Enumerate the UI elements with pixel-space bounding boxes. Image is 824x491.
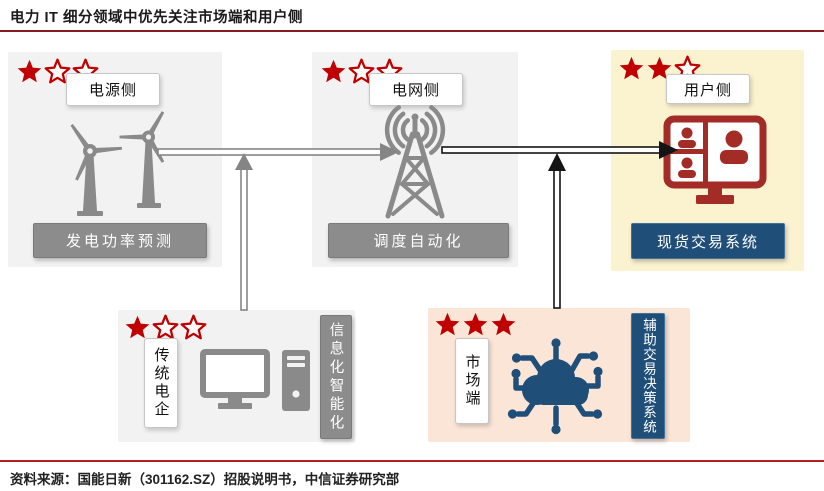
star-filled-icon xyxy=(647,56,672,80)
arrow-market-to-link xyxy=(548,153,566,309)
rating-stars-traditional xyxy=(124,314,207,341)
title-underline xyxy=(0,30,824,32)
page-title: 电力 IT 细分领域中优先关注市场端和用户侧 xyxy=(10,10,303,26)
video-conference-icon xyxy=(663,115,767,204)
signal-tower-icon xyxy=(384,105,446,219)
star-filled-icon xyxy=(125,315,150,339)
star-outline-icon xyxy=(44,58,71,84)
star-filled-icon xyxy=(321,59,346,83)
cloud-network-icon xyxy=(507,338,603,435)
panel-market-side: 市场端 辅助交易决策系统 xyxy=(428,308,690,442)
wind-turbines-icon xyxy=(70,111,165,216)
tag-informatization: 信息化智能化 xyxy=(320,315,352,439)
panel-grid-side: 电网侧 xyxy=(312,52,518,267)
panel-user-side: 用户侧 现货交易系统 xyxy=(611,50,804,271)
arrow-traditional-to-link xyxy=(235,153,253,311)
panel-traditional-utility: 传统电企 信息化智能化 xyxy=(118,310,355,442)
star-filled-icon xyxy=(435,312,460,336)
panel-power-side: 电源侧 xyxy=(8,52,222,267)
rating-stars-user xyxy=(618,55,701,82)
source-note: 资料来源：国能日新（301162.SZ）招股说明书，中信证券研究部 xyxy=(10,472,400,487)
panel-label-user: 用户侧 xyxy=(666,74,750,104)
tag-spot-trading-system: 现货交易系统 xyxy=(631,223,785,259)
desktop-computer-icon xyxy=(200,349,310,411)
tag-dispatch-automation: 调度自动化 xyxy=(328,223,509,258)
star-outline-icon xyxy=(152,314,179,340)
star-filled-icon xyxy=(491,312,516,336)
source-rule xyxy=(0,460,824,462)
tag-power-forecast: 发电功率预测 xyxy=(33,223,207,258)
panel-label-market: 市场端 xyxy=(455,338,489,424)
star-filled-icon xyxy=(17,59,42,83)
tag-trading-decision-system: 辅助交易决策系统 xyxy=(631,313,665,439)
panel-label-traditional: 传统电企 xyxy=(144,338,178,428)
star-filled-icon xyxy=(463,312,488,336)
panel-label-power: 电源侧 xyxy=(66,73,160,106)
rating-stars-market xyxy=(434,311,517,338)
star-filled-icon xyxy=(619,56,644,80)
panel-label-grid: 电网侧 xyxy=(369,73,463,106)
star-outline-icon xyxy=(348,58,375,84)
star-outline-icon xyxy=(180,314,207,340)
